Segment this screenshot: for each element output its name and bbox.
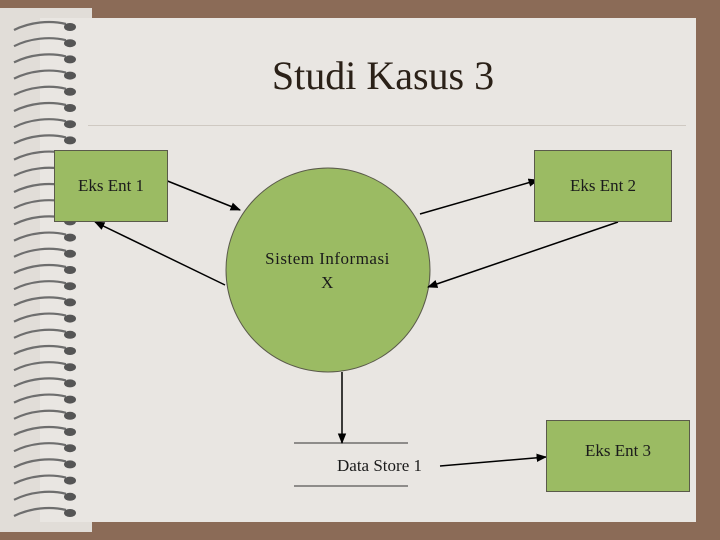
binding-ring [13, 490, 67, 501]
binding-ring [13, 425, 67, 436]
entity-label: Eks Ent 3 [584, 441, 652, 460]
binding-ring [13, 85, 67, 96]
binding-ring [13, 20, 67, 31]
title-rule [88, 125, 686, 126]
binding-hole [64, 444, 76, 453]
binding-hole [64, 363, 76, 372]
binding-hole [64, 509, 76, 517]
binding-hole [64, 411, 76, 420]
binding-ring [13, 506, 67, 517]
binding-hole [64, 460, 76, 469]
binding-hole [64, 136, 76, 145]
binding-ring [13, 474, 67, 485]
data-store-label: Data Store 1 [337, 456, 422, 475]
entity-eks-ent-1: Eks Ent 1 [54, 150, 168, 222]
binding-hole [64, 428, 76, 436]
flow-process-to-ent2 [419, 178, 540, 215]
binding-ring [13, 409, 67, 420]
entity-label: Eks Ent 1 [77, 176, 145, 195]
binding-hole [64, 492, 76, 501]
spiral-binding [13, 20, 76, 517]
flow-ent2-to-process [427, 221, 619, 288]
flow-process-to-ent1 [94, 221, 226, 286]
binding-ring [13, 377, 67, 388]
binding-ring [13, 361, 67, 372]
binding-ring [13, 69, 67, 80]
flow-datastore-to-ent3 [439, 453, 548, 467]
binding-hole [64, 23, 76, 31]
process-label-line2: X [321, 273, 334, 292]
process-label-line1: Sistem Informasi [265, 249, 390, 268]
binding-ring [13, 312, 67, 323]
binding-hole [64, 314, 76, 323]
binding-ring [13, 37, 67, 48]
process-label: Sistem Informasi X [230, 247, 425, 295]
binding-hole [64, 87, 76, 96]
binding-hole [64, 104, 76, 112]
binding-hole [64, 55, 76, 64]
binding-ring [13, 231, 67, 242]
binding-hole [64, 233, 76, 242]
binding-ring [13, 296, 67, 307]
binding-ring [13, 53, 67, 64]
binding-ring [13, 247, 67, 258]
binding-hole [64, 120, 76, 129]
process-circle [225, 167, 431, 373]
binding-hole [64, 476, 76, 485]
binding-hole [64, 71, 76, 80]
slide-title: Studi Kasus 3 [271, 53, 495, 98]
binding-ring [13, 263, 67, 274]
binding-hole [64, 395, 76, 404]
binding-hole [64, 298, 76, 307]
binding-ring [13, 458, 67, 469]
binding-ring [13, 328, 67, 339]
entity-eks-ent-2: Eks Ent 2 [534, 150, 672, 222]
binding-ring [13, 101, 67, 112]
binding-ring [13, 280, 67, 291]
binding-ring [13, 134, 67, 145]
entity-eks-ent-3: Eks Ent 3 [546, 420, 690, 492]
binding-ring [13, 442, 67, 453]
binding-ring [13, 344, 67, 355]
binding-hole [64, 330, 76, 339]
binding-hole [64, 249, 76, 258]
entity-label: Eks Ent 2 [569, 176, 637, 195]
binding-hole [64, 266, 76, 274]
binding-hole [64, 379, 76, 388]
binding-hole [64, 347, 76, 355]
binding-hole [64, 282, 76, 291]
binding-ring [13, 393, 67, 404]
binding-ring [13, 118, 67, 129]
flow-ent1-to-process [164, 179, 241, 211]
binding-hole [64, 39, 76, 48]
